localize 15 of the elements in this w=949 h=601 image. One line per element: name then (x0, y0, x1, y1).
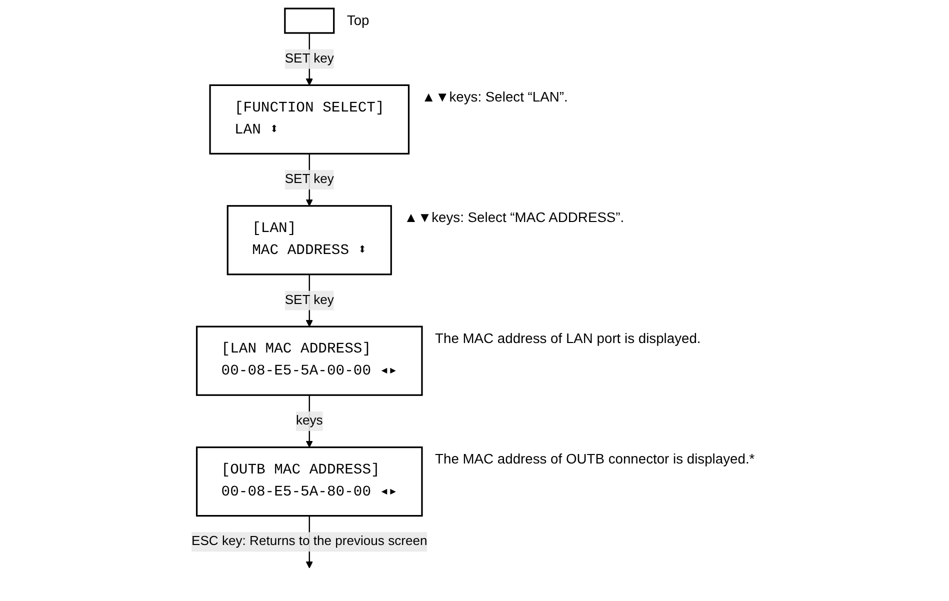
node-box: [LAN MAC ADDRESS] 00-08-E5-5A-00-00 ◂▸ (196, 326, 424, 396)
edge-label: SET key (285, 52, 334, 66)
screen-note: ▲▼keys: Select “LAN”. (422, 88, 568, 104)
screen-note: The MAC address of LAN port is displayed. (435, 330, 702, 346)
edge-label: ESC key: Returns to the previous screen (192, 534, 428, 548)
node-box: [LAN] MAC ADDRESS ⬍ (227, 205, 392, 276)
edge-label: SET key (285, 293, 334, 308)
edge-label: keys (296, 414, 324, 428)
node-box (284, 8, 335, 34)
node-box: [OUTB MAC ADDRESS] 00-08-E5-5A-80-00 ◂▸ (196, 446, 424, 517)
screen-note: ▲▼keys: Select “MAC ADDRESS”. (404, 209, 624, 226)
node-box: [FUNCTION SELECT] LAN ⬍ (209, 84, 410, 154)
screen-note: The MAC address of OUTB connector is displayed.* (435, 450, 755, 467)
edge-label: SET key (285, 172, 334, 186)
screen-note: Top (347, 12, 370, 28)
